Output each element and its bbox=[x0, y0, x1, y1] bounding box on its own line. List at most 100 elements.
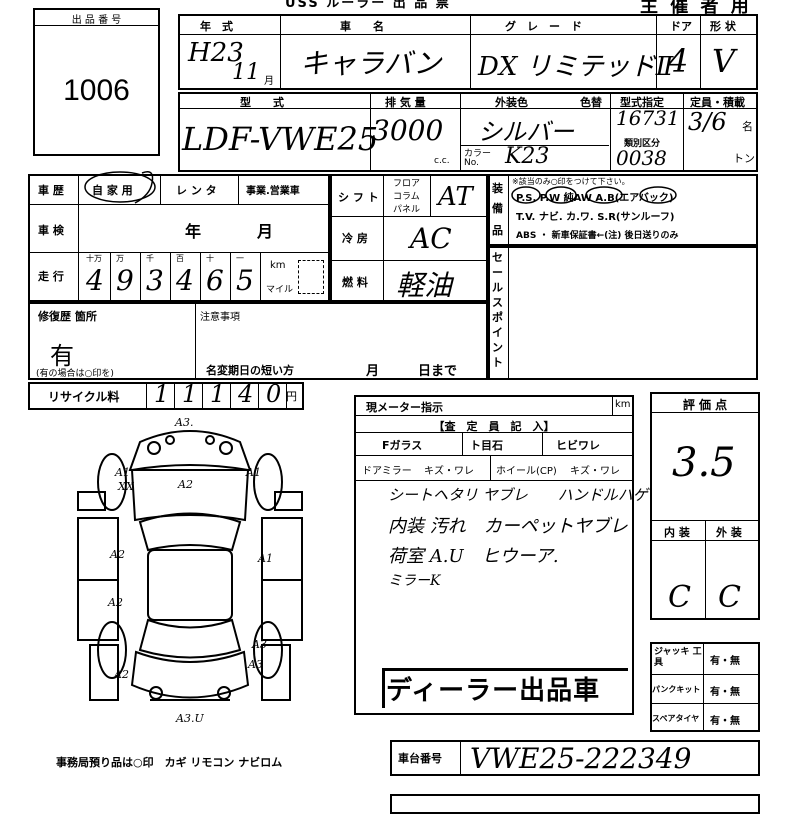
mark-a2-left: A2 bbox=[109, 548, 125, 561]
lot-number: 1006 bbox=[63, 74, 130, 107]
dealer-stamp bbox=[382, 668, 628, 708]
history-private[interactable]: 自 家 用 bbox=[92, 184, 133, 197]
mark-a3-rear-right: A3 bbox=[251, 638, 267, 651]
mileage-place-label: 一 bbox=[236, 254, 244, 263]
capacity-label: 定員・積載 bbox=[690, 96, 745, 109]
top-banner: USS ルーラー 出 品 票 bbox=[285, 0, 451, 11]
recycle-digit: 1 bbox=[154, 380, 170, 408]
jack-value[interactable]: 有・無 bbox=[710, 656, 740, 667]
name-change-month: 月 bbox=[366, 364, 380, 379]
inspection-label: 車 検 bbox=[38, 224, 64, 237]
car-damage-diagram: A3. A1 XX A2 A1 A2 A1 A2 A3 A2 A3.U A3 bbox=[77, 416, 303, 725]
equipment-row-2: T.V. ナビ. カ.ワ. S.R(サンルーフ) bbox=[516, 212, 675, 223]
shape-label: 形 状 bbox=[710, 20, 736, 33]
dealer-stamp-text: ディーラー出品車 bbox=[386, 676, 601, 706]
exterior-label: 外 装 bbox=[716, 526, 742, 539]
mileage-digit: 3 bbox=[146, 264, 164, 297]
wheel-value: キズ・ワレ bbox=[570, 466, 620, 477]
car-name-value: キャラバン bbox=[300, 47, 442, 80]
load-unit: トン bbox=[733, 152, 755, 165]
recycle-divider bbox=[286, 383, 287, 409]
bottom-block bbox=[390, 794, 760, 814]
vehicle-top-row bbox=[178, 14, 758, 90]
shape-value: V bbox=[712, 42, 736, 80]
glass-chip-label: ト目石 bbox=[470, 439, 503, 452]
mileage-divider bbox=[140, 253, 141, 301]
mark-a1-left: A1 bbox=[114, 466, 130, 479]
glass-crack-label: ヒビワレ bbox=[556, 439, 600, 452]
class-value: 0038 bbox=[616, 146, 667, 170]
mileage-digit: 4 bbox=[176, 264, 194, 297]
mark-a1-right: A1 bbox=[245, 466, 261, 479]
specs-block bbox=[330, 174, 488, 302]
month-value: 11 bbox=[232, 60, 260, 85]
mark-a3-top: A3. bbox=[174, 416, 193, 429]
grade-value: DX リミテッドⅡ bbox=[478, 52, 674, 82]
meter-label: 現メーター指示 bbox=[366, 401, 443, 414]
km-checkbox[interactable] bbox=[298, 260, 324, 294]
exterior-grade: C bbox=[718, 580, 741, 615]
history-commercial[interactable]: 事業.営業車 bbox=[246, 186, 300, 197]
name-label: 車 名 bbox=[340, 20, 384, 33]
mileage-digit: 4 bbox=[86, 264, 104, 297]
recycle-digit: 1 bbox=[182, 380, 198, 408]
inspector-title: 【査 定 員 記 入】 bbox=[433, 420, 555, 433]
mileage-place-label: 万 bbox=[116, 254, 124, 263]
evaluation-label: 評 価 点 bbox=[682, 398, 728, 412]
puncture-kit-label: パンクキット bbox=[652, 685, 701, 694]
equipment-side-1: 装 bbox=[492, 182, 503, 195]
ac-label: 冷 房 bbox=[342, 232, 368, 245]
recycle-divider bbox=[202, 383, 203, 409]
exterior-color-label: 外装色 bbox=[495, 96, 528, 109]
type-designation-label: 型式指定 bbox=[620, 96, 664, 109]
mileage-digit: 9 bbox=[116, 264, 134, 297]
model-label: 型 式 bbox=[240, 96, 284, 109]
equipment-side-2: 備 bbox=[492, 202, 503, 215]
comment-line-2: 内装 汚れ カーペットヤブレ bbox=[388, 516, 628, 537]
comment-line-3: 荷室 A.U ヒウーア. bbox=[388, 546, 559, 567]
model-value: LDF-VWE25 bbox=[182, 120, 379, 158]
lot-number-label: 出 品 番 号 bbox=[71, 15, 122, 26]
history-block bbox=[28, 174, 330, 302]
mark-a3u: A3.U bbox=[175, 712, 204, 725]
capacity-value: 3/6 bbox=[688, 108, 727, 136]
sales-point-label: セールスポイント bbox=[492, 251, 503, 369]
inspector-block bbox=[354, 395, 634, 715]
tools-block bbox=[650, 642, 760, 732]
mileage-digit: 5 bbox=[236, 264, 254, 297]
mile-label: マイル bbox=[266, 285, 294, 295]
mirror-label: ドアミラー bbox=[362, 466, 412, 477]
history-label: 車 歴 bbox=[38, 184, 64, 197]
mark-xx: XX bbox=[117, 480, 135, 493]
recycle-divider bbox=[230, 383, 231, 409]
repair-note: (有の場合は○印を) bbox=[36, 369, 114, 379]
vehicle-mid-row bbox=[178, 92, 758, 172]
wheel-label: ホイール(CP) bbox=[496, 466, 557, 477]
mileage-divider bbox=[260, 253, 261, 301]
equipment-side-3: 品 bbox=[492, 224, 503, 237]
month-unit: 月 bbox=[264, 76, 274, 87]
color-change-label: 色替 bbox=[580, 96, 602, 109]
mark-a2-hood: A2 bbox=[177, 478, 193, 491]
mileage-place-label: 十万 bbox=[86, 254, 102, 263]
color-no-label: カラー No. bbox=[464, 149, 492, 168]
glass-label: Fガラス bbox=[382, 439, 423, 452]
mark-a3-right: A3 bbox=[247, 658, 263, 671]
year-label: 年 式 bbox=[200, 20, 233, 33]
history-private-circle bbox=[84, 171, 156, 204]
km-label: km bbox=[270, 260, 286, 271]
mileage-label: 走 行 bbox=[38, 270, 64, 283]
chassis-value: VWE25-222349 bbox=[470, 742, 692, 775]
name-change-day: 日まで bbox=[418, 364, 458, 379]
repair-value: 有 bbox=[50, 342, 74, 370]
interior-label: 内 装 bbox=[664, 526, 690, 539]
year-value: H23 bbox=[188, 38, 244, 68]
puncture-kit-value[interactable]: 有・無 bbox=[710, 687, 740, 698]
history-rental[interactable]: レ ン タ bbox=[176, 184, 217, 197]
color-no-value: K23 bbox=[505, 144, 550, 169]
cc-unit: c.c. bbox=[434, 156, 450, 166]
comment-line-4: ミラーK bbox=[388, 573, 441, 589]
spare-tire-value[interactable]: 有・無 bbox=[710, 716, 740, 727]
mileage-place-label: 千 bbox=[146, 254, 154, 263]
equipment-circles bbox=[511, 186, 677, 204]
